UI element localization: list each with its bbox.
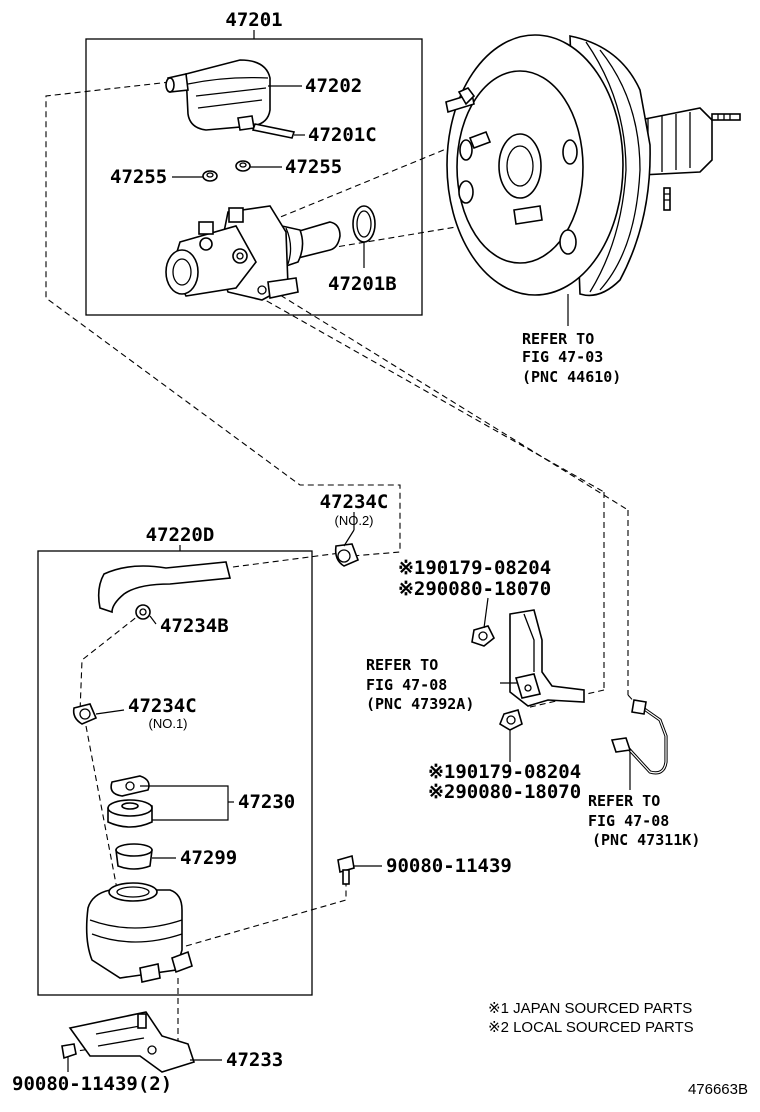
ref-bracket-line2: FIG 47-08 <box>366 676 447 694</box>
label-47220D: 47220D <box>146 524 215 546</box>
label-47201: 47201 <box>225 9 282 31</box>
nut-lower <box>499 709 523 731</box>
label-nut-a2: ※290080-18070 <box>398 578 551 600</box>
label-47234C-top: 47234C <box>320 491 389 513</box>
ref-booster-line1: REFER TO <box>522 330 594 348</box>
label-nut-b1: ※190179-08204 <box>428 761 581 783</box>
reservoir-box <box>37 550 313 996</box>
label-47201B: 47201B <box>328 273 397 295</box>
clamp-47234C-no1 <box>72 703 98 725</box>
label-47234B: 47234B <box>160 615 229 637</box>
bolt-90080-11439-2 <box>61 1043 77 1060</box>
brake-tube <box>610 699 668 775</box>
label-47230: 47230 <box>238 791 295 813</box>
pin-47201C <box>251 123 296 139</box>
ref-booster-line3: (PNC 44610) <box>522 368 621 386</box>
leader-lines <box>67 30 631 1072</box>
label-90080-11439-2: 90080-11439(2) <box>12 1073 172 1095</box>
ref-tube-line2: FIG 47-08 <box>588 812 669 830</box>
hose-47234B <box>97 561 232 620</box>
label-47234C-top-sub: (NO.2) <box>335 513 374 528</box>
note-local: ※2 LOCAL SOURCED PARTS <box>488 1019 694 1036</box>
label-47255-left: 47255 <box>110 166 167 188</box>
o-ring-47201B <box>352 205 376 243</box>
strainer-47299 <box>115 843 153 870</box>
label-90080-11439: 90080-11439 <box>386 855 512 877</box>
figure-code: 476663B <box>688 1081 748 1098</box>
bolt-90080-11439 <box>337 854 355 885</box>
bracket-right <box>509 609 585 707</box>
label-47233: 47233 <box>226 1049 283 1071</box>
nut-upper <box>471 625 496 647</box>
label-nut-a1: ※190179-08204 <box>398 557 551 579</box>
grommet-47255-left <box>202 170 218 182</box>
clamp-47234C-no2 <box>334 543 360 567</box>
ref-bracket-line3: (PNC 47392A) <box>366 695 474 713</box>
ref-tube-line3: (PNC 47311K) <box>592 831 700 849</box>
brake-booster <box>445 34 741 297</box>
reservoir-tank <box>85 882 193 983</box>
ref-booster-line2: FIG 47-03 <box>522 348 603 366</box>
grommet-47255-right <box>235 160 251 172</box>
label-47201C: 47201C <box>308 124 377 146</box>
label-47299: 47299 <box>180 847 237 869</box>
label-47234C-mid: 47234C <box>128 695 197 717</box>
cap-47230 <box>107 775 153 828</box>
ref-bracket-line1: REFER TO <box>366 656 438 674</box>
master-cylinder-body <box>165 205 341 301</box>
label-47202: 47202 <box>305 75 362 97</box>
label-nut-b2: ※290080-18070 <box>428 781 581 803</box>
ref-tube-line1: REFER TO <box>588 792 660 810</box>
note-japan: ※1 JAPAN SOURCED PARTS <box>488 1000 692 1017</box>
reservoir-47202 <box>165 59 271 131</box>
label-47234C-mid-sub: (NO.1) <box>149 716 188 731</box>
label-47255-right: 47255 <box>285 156 342 178</box>
bracket-47233 <box>68 1011 196 1073</box>
